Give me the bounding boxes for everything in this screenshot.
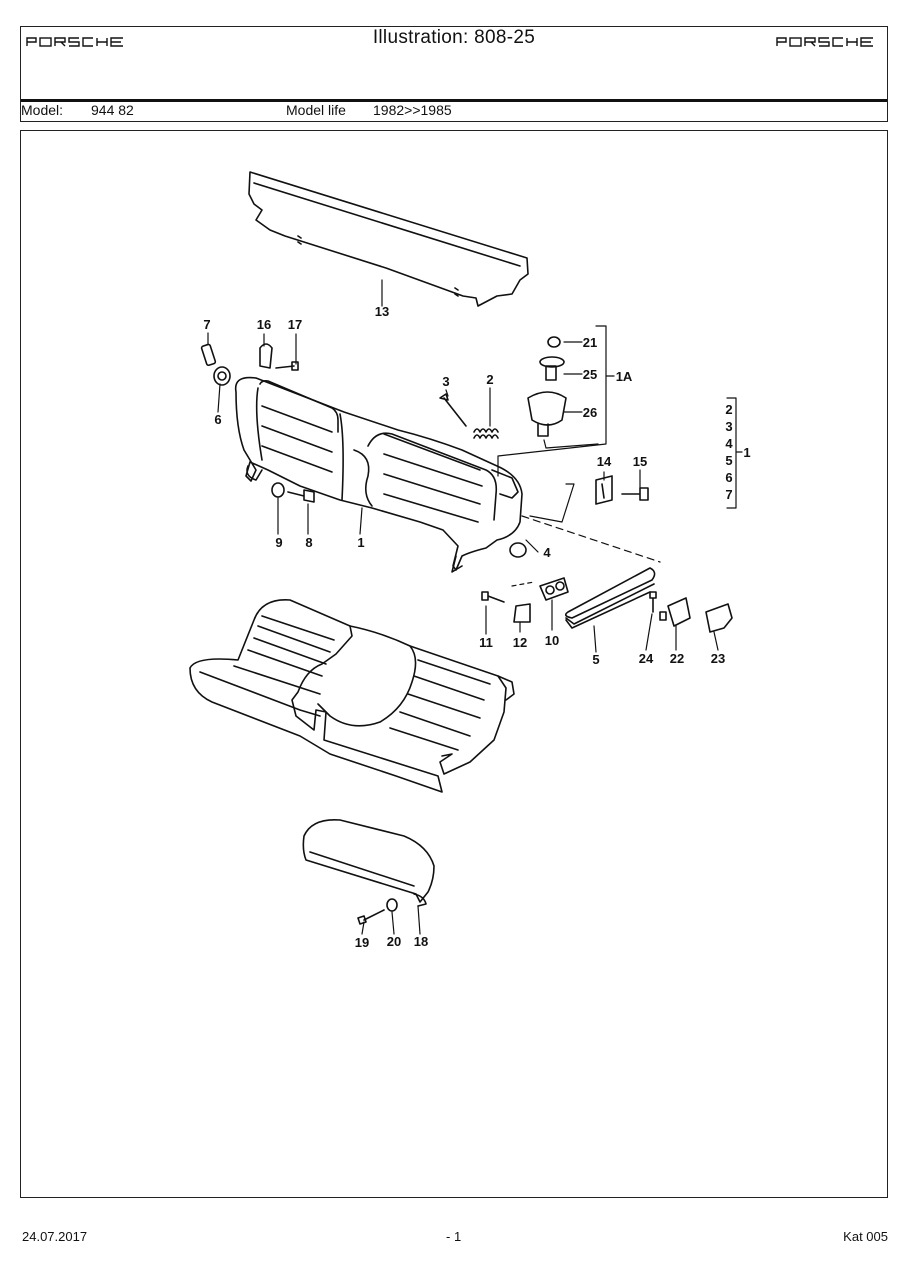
callout-22: 22: [670, 651, 684, 666]
backrest-part: [234, 376, 523, 573]
header: Illustration: 808-25 Model: 944 82 Model…: [20, 26, 888, 122]
assembly-legend: 2 3 4 5 6 7 1: [725, 402, 750, 502]
seat-cushion-part: [189, 599, 515, 793]
callout-17: 17: [288, 317, 302, 332]
print-date: 24.07.2017: [22, 1229, 88, 1244]
porsche-logo-right: [776, 37, 873, 47]
callout-1a: 1A: [616, 369, 633, 384]
callout-5: 5: [592, 652, 599, 667]
legend-item: 3: [725, 419, 732, 434]
hardware-parts: [200, 336, 733, 925]
legend-total: 1: [743, 445, 750, 460]
catalog-number: Kat 005: [843, 1229, 888, 1244]
callout-14: 14: [597, 454, 612, 469]
callout-20: 20: [387, 934, 401, 949]
callout-19: 19: [355, 935, 369, 950]
drawing-frame: [20, 130, 888, 1198]
callout-8: 8: [305, 535, 312, 550]
page-number: - 1: [446, 1229, 462, 1244]
callout-21: 21: [583, 335, 597, 350]
model-label: Model:: [21, 102, 64, 118]
callout-10: 10: [545, 633, 559, 648]
strap-part: [564, 567, 656, 629]
legend-item: 2: [725, 402, 732, 417]
model-life-value: 1982>>1985: [373, 102, 452, 118]
callout-2: 2: [486, 372, 493, 387]
callout-15: 15: [633, 454, 647, 469]
legend-item: 4: [725, 436, 733, 451]
legend-item: 6: [725, 470, 732, 485]
model-life-label: Model life: [286, 102, 346, 118]
callout-3: 3: [442, 374, 449, 389]
callout-1: 1: [357, 535, 364, 550]
legend-item: 7: [725, 487, 732, 502]
callout-18: 18: [414, 934, 428, 949]
header-divider: [21, 99, 887, 102]
callout-23: 23: [711, 651, 725, 666]
legend-item: 5: [725, 453, 732, 468]
porsche-logo-left: [26, 37, 123, 47]
callout-7: 7: [203, 317, 210, 332]
seat-cover-part: [302, 819, 435, 907]
callout-9: 9: [275, 535, 282, 550]
callout-25: 25: [583, 367, 597, 382]
callout-11: 11: [479, 635, 493, 650]
callout-13: 13: [375, 304, 389, 319]
model-value: 944 82: [91, 102, 134, 118]
callout-26: 26: [583, 405, 597, 420]
illustration-title: Illustration: 808-25: [372, 27, 536, 48]
callout-6: 6: [214, 412, 221, 427]
callout-4: 4: [543, 545, 551, 560]
rear-panel-part: [248, 171, 529, 307]
callout-16: 16: [257, 317, 271, 332]
callout-12: 12: [513, 635, 527, 650]
leader-lines: [207, 279, 743, 935]
callout-24: 24: [639, 651, 654, 666]
